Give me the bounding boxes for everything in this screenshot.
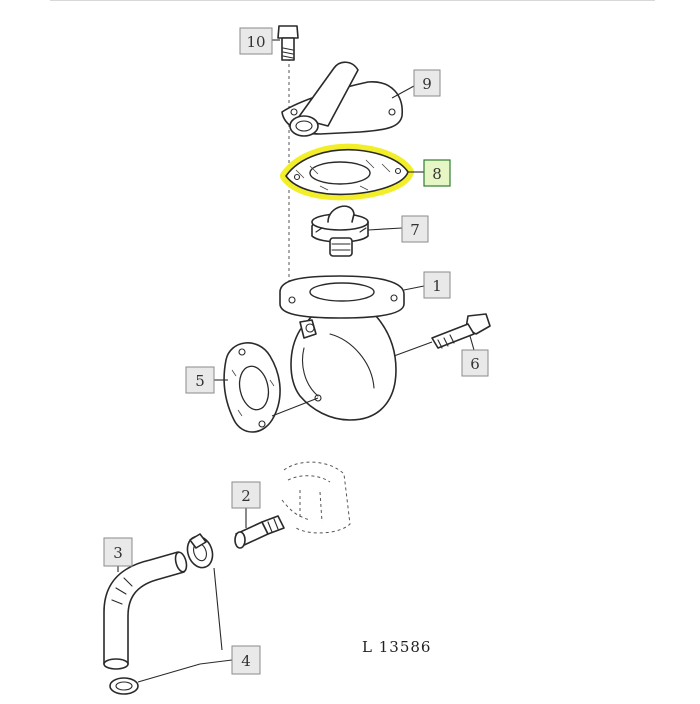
callout-label-1: 1 [432,277,442,295]
leader-4 [199,659,233,665]
part-4-hose-clamp-lower[interactable] [109,677,139,695]
leader-5b [271,397,319,417]
callout-7[interactable]: 7 [401,215,429,243]
callout-1[interactable]: 1 [423,271,451,299]
callout-8[interactable]: 8 [423,159,451,187]
leader-1b [393,341,433,357]
callout-label-2: 2 [241,487,251,505]
part-5-gasket[interactable] [223,342,281,433]
callout-label-8: 8 [432,165,442,183]
part-6-bolt[interactable] [431,313,491,349]
leader-6 [469,335,475,351]
part-4-hose-clamp-upper[interactable] [183,533,216,571]
callout-6[interactable]: 6 [461,349,489,377]
leader-7 [367,227,403,231]
callout-3[interactable]: 3 [103,537,133,567]
callout-9[interactable]: 9 [413,69,441,97]
callout-label-9: 9 [422,75,432,93]
top-border-line [50,0,655,1]
leader-4-lower [137,663,201,683]
callout-label-6: 6 [470,355,480,373]
part-9-outlet-elbow[interactable] [281,61,403,137]
part-7-thermostat[interactable] [311,205,369,257]
part-3-hose[interactable] [103,551,188,670]
callout-label-3: 3 [113,544,123,562]
leader-4-upper [213,567,223,651]
part-1-thermostat-housing[interactable] [279,275,405,421]
part-10-bolt[interactable] [277,25,299,61]
callout-label-4: 4 [241,652,251,670]
callout-label-5: 5 [195,372,205,390]
drawing-reference-code: L 13586 [362,638,432,656]
engine-block-outline [281,461,351,534]
callout-2[interactable]: 2 [231,481,261,509]
callout-label-10: 10 [246,33,265,51]
leader-lines [117,39,475,683]
callout-4[interactable]: 4 [231,645,261,675]
callout-10[interactable]: 10 [239,27,273,55]
leader-1 [403,285,425,291]
part-8-gasket[interactable] [280,143,414,201]
leader-9 [391,85,415,99]
callout-5[interactable]: 5 [185,366,215,394]
part-2-fitting[interactable] [234,515,285,549]
callout-label-7: 7 [410,221,420,239]
